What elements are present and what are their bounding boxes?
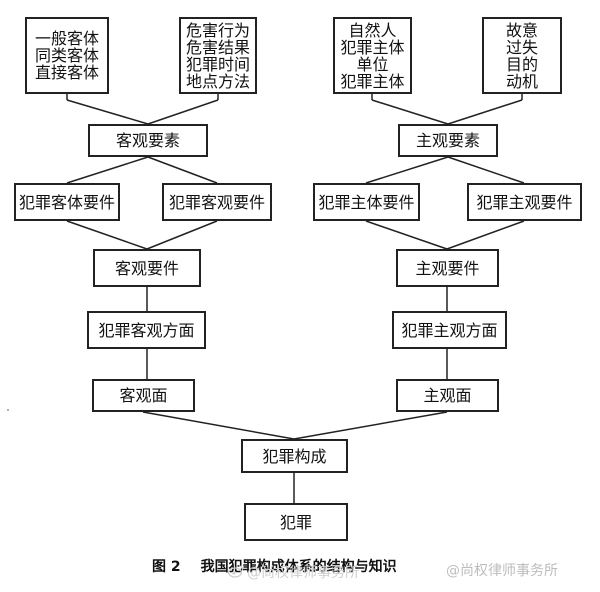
crime-object-requirement-box: 犯罪客体要件 — [14, 183, 120, 221]
crime-subject-requirement-box: 犯罪主体要件 — [313, 183, 420, 221]
subjective-elements-box: 主观要素 — [398, 124, 498, 157]
watermark-right-text: @尚权律师事务所 — [446, 563, 558, 579]
crime-constitution-box: 犯罪构成 — [241, 439, 348, 473]
subjective-requirement-box: 主观要件 — [396, 249, 499, 287]
weibo-logo-icon — [227, 564, 244, 582]
figure-caption: 图 2 我国犯罪构成体系的结构与知识 — [152, 556, 397, 576]
crime-objective-aspect-box: 犯罪客观方面 — [87, 311, 206, 349]
objective-elements-box: 客观要素 — [88, 124, 208, 157]
watermark-right: @尚权律师事务所 — [446, 560, 558, 580]
objective-face-box: 客观面 — [92, 379, 195, 412]
crime-box: 犯罪 — [244, 503, 348, 541]
crime-objective-requirement-box: 犯罪客观要件 — [162, 183, 272, 221]
watermark-center: @尚权律师事务所 — [227, 562, 359, 582]
subjective-factors-box: 故意 过失 目的 动机 — [482, 17, 562, 94]
objective-factors-box: 危害行为 危害结果 犯罪时间 地点方法 — [179, 17, 257, 94]
subject-types-box: 自然人 犯罪主体 单位 犯罪主体 — [333, 17, 412, 94]
crime-subjective-aspect-box: 犯罪主观方面 — [392, 311, 507, 349]
figure-number: 图 2 — [152, 559, 181, 575]
watermark-center-text: @尚权律师事务所 — [247, 565, 359, 581]
subjective-face-box: 主观面 — [396, 379, 499, 412]
objective-requirement-box: 客观要件 — [93, 249, 201, 287]
crime-subjective-requirement-box: 犯罪主观要件 — [467, 183, 582, 221]
figure-title: 我国犯罪构成体系的结构与知识 — [200, 559, 397, 575]
object-types-box: 一般客体 同类客体 直接客体 — [25, 17, 109, 94]
